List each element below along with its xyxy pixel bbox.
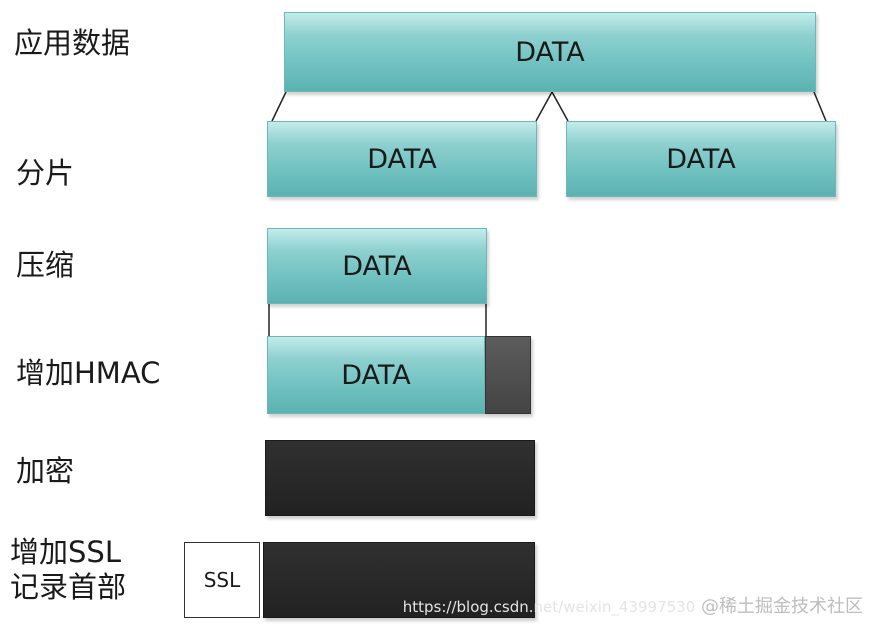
- app-data-block: DATA: [284, 12, 816, 92]
- fragment-block-2: DATA: [566, 121, 836, 197]
- fragment-block-1: DATA: [267, 121, 537, 197]
- label-encrypt: 加密: [16, 454, 75, 488]
- app-data-block-text: DATA: [515, 36, 585, 68]
- watermark-url: https://blog.csdn.net/weixin_43997530: [402, 598, 696, 616]
- label-fragment: 分片: [16, 156, 75, 190]
- split-line-right: [813, 91, 827, 122]
- watermark: https://blog.csdn.net/weixin_43997530 @稀…: [403, 592, 863, 618]
- split-line-mid-left: [535, 91, 553, 122]
- label-app-data: 应用数据: [14, 26, 131, 60]
- hmac-data-block-text: DATA: [341, 359, 411, 391]
- watermark-brand: @稀土掘金技术社区: [701, 596, 863, 617]
- fragment-block-1-text: DATA: [367, 143, 437, 175]
- ssl-record-payload-block: [263, 542, 535, 618]
- hmac-data-block: DATA: [267, 336, 485, 414]
- compressed-block: DATA: [267, 228, 487, 304]
- label-add-hmac: 增加HMAC: [16, 356, 161, 390]
- compressed-block-text: DATA: [342, 250, 412, 282]
- split-line-mid-right: [551, 91, 569, 122]
- label-add-ssl-header: 增加SSL 记录首部: [10, 535, 127, 604]
- fragment-block-2-text: DATA: [666, 143, 736, 175]
- ssl-header-block-text: SSL: [203, 568, 241, 592]
- hmac-block: [485, 336, 531, 414]
- encrypted-block: [265, 440, 535, 516]
- split-line-left: [271, 91, 287, 122]
- label-compress: 压缩: [16, 248, 75, 282]
- ssl-header-block: SSL: [184, 542, 260, 618]
